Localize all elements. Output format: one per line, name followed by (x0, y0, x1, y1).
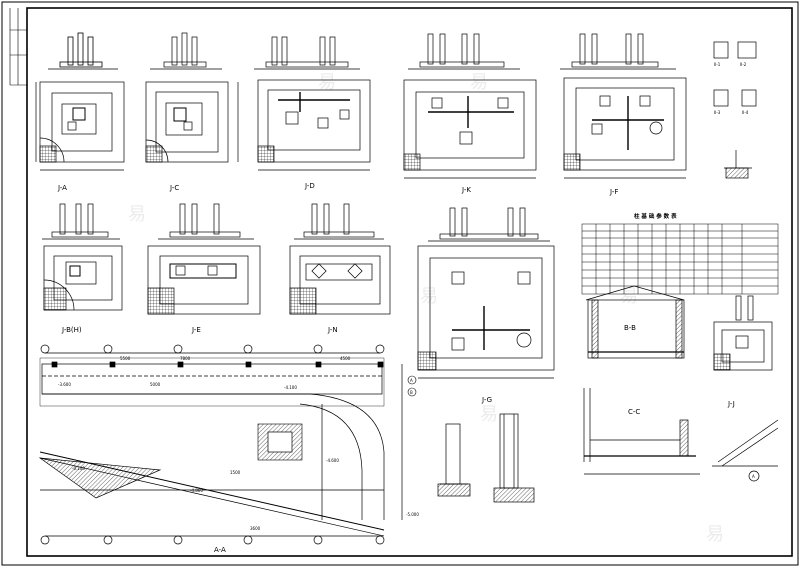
dim-7800: 7800 (180, 356, 191, 361)
label-j-f: J-F (609, 188, 618, 196)
dim-3600: 3600 (250, 526, 261, 531)
svg-text:易: 易 (470, 72, 488, 93)
axis-bubble-a (407, 375, 417, 385)
label-j-c: J-C (169, 184, 179, 192)
footing-j-a (35, 32, 125, 171)
label-a-a: A-A (214, 546, 226, 554)
footing-j-n (289, 203, 391, 315)
ramp-detail (712, 419, 779, 482)
label-j-e: J-E (191, 326, 201, 334)
elev-6: -4.860 (190, 488, 203, 493)
label-b-b: B-B (624, 324, 636, 332)
label-ii-1: II-1 (714, 62, 721, 67)
label-j-k: J-K (461, 186, 471, 194)
parameter-table (581, 223, 779, 295)
footing-j-c (145, 32, 239, 163)
table-title: 柱 基 础 参 数 表 (634, 212, 677, 220)
elev-4: -5.000 (406, 512, 419, 517)
label-j-d: J-D (304, 182, 315, 190)
label-j-a: J-A (57, 184, 67, 192)
svg-text:易: 易 (420, 286, 438, 307)
dim-4500: 4500 (340, 356, 351, 361)
label-c-c: C-C (628, 408, 640, 416)
svg-text:易: 易 (480, 404, 498, 425)
footing-j-k (403, 33, 537, 179)
wall-details (437, 413, 535, 503)
axis-bubble-a-small: A (752, 474, 755, 479)
footing-j-g (417, 207, 555, 379)
label-j-j: J-J (727, 400, 735, 408)
footing-j-d (254, 36, 371, 171)
label-ii-2: II-2 (740, 62, 747, 67)
elev-5: -0.100 (72, 466, 85, 471)
binding-strip (9, 8, 27, 86)
axis-bubble-b (407, 387, 417, 397)
svg-text:易: 易 (128, 204, 146, 225)
dim-5500: 5500 (120, 356, 131, 361)
footing-j-bh (42, 203, 123, 311)
dim-1500: 1500 (230, 470, 241, 475)
label-ii-3: II-3 (714, 110, 721, 115)
elev-1: -3.600 (58, 382, 71, 387)
inner-border (26, 7, 793, 557)
ramp-plan (38, 344, 403, 545)
elev-3: -4.600 (326, 458, 339, 463)
footing-j-e (147, 203, 261, 315)
svg-text:易: 易 (318, 72, 336, 93)
svg-text:易: 易 (706, 524, 724, 545)
label-ii-4: II-4 (742, 110, 749, 115)
axis-label-b: B (410, 390, 413, 395)
watermark-layer: 易 易 易 易 易 易 易 (128, 72, 724, 545)
svg-text:易: 易 (620, 286, 638, 307)
footing-j-f (560, 33, 687, 179)
column-detail (585, 285, 773, 371)
sections-ii (713, 41, 757, 179)
axis-label-a: A (410, 378, 413, 383)
label-j-g: J-G (481, 396, 492, 404)
dim-5000: 5000 (150, 382, 161, 387)
section-c-c (583, 388, 700, 475)
label-j-bh: J-B(H) (61, 326, 82, 334)
elev-2: -4.100 (284, 385, 297, 390)
label-j-n: J-N (327, 326, 338, 334)
